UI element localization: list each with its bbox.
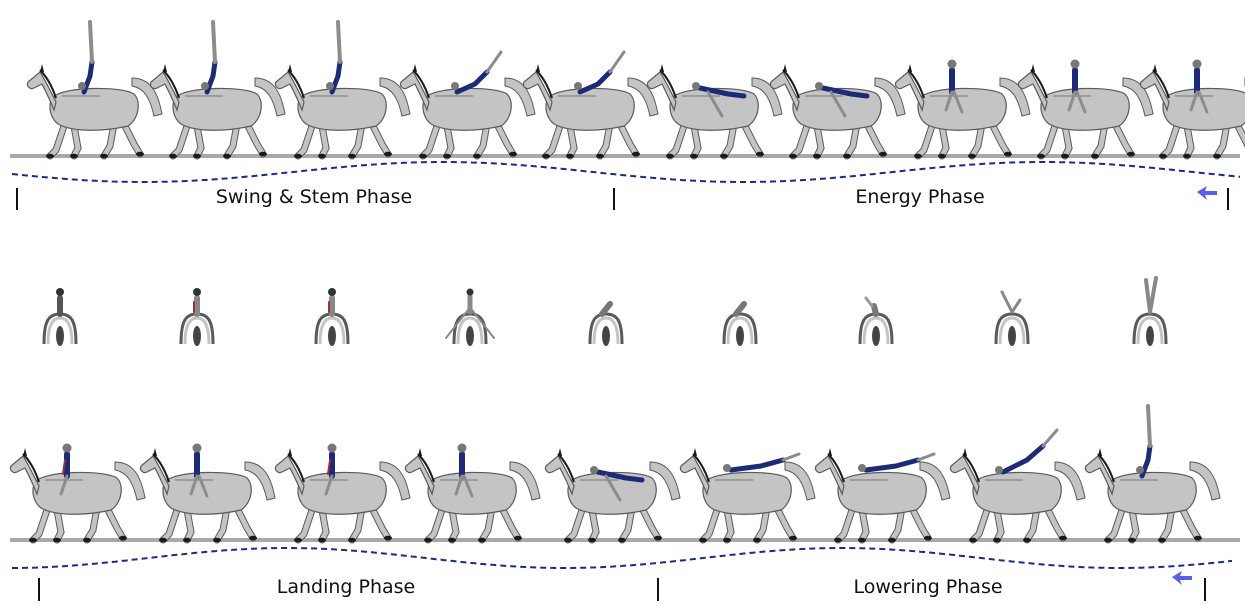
front-view-frame bbox=[588, 301, 624, 346]
horse-rider-frame bbox=[149, 20, 286, 160]
horse-rider-frame bbox=[1139, 59, 1245, 160]
horse-rider-frame bbox=[274, 443, 411, 544]
phase-separator bbox=[657, 578, 659, 601]
phase-separator bbox=[1227, 188, 1229, 210]
horse-rider-frame bbox=[139, 443, 276, 544]
gait-wave-line bbox=[12, 547, 1233, 569]
horse-rider-frame bbox=[1017, 59, 1154, 160]
horse-rider-frame bbox=[646, 64, 783, 160]
horse-rider-frame bbox=[949, 428, 1086, 544]
phase-separator bbox=[613, 188, 615, 210]
horse-rider-frame bbox=[544, 448, 681, 544]
front-view-frame bbox=[314, 288, 350, 346]
front-view-frame bbox=[445, 288, 495, 346]
swing-stem-phase-label: Swing & Stem Phase bbox=[215, 186, 413, 208]
direction-arrow-icon bbox=[1197, 186, 1217, 200]
horse-rider-frame bbox=[679, 448, 816, 544]
horse-rider-frame bbox=[522, 50, 659, 160]
phase-separator bbox=[38, 578, 40, 601]
front-view-frame bbox=[858, 296, 894, 346]
phase-separator bbox=[1204, 578, 1206, 601]
horse-rider-frame bbox=[894, 59, 1031, 160]
horse-rider-frame bbox=[274, 20, 411, 160]
lowering-phase-label: Lowering Phase bbox=[853, 576, 1003, 598]
horse-rider-frame bbox=[814, 448, 951, 544]
phase-separator bbox=[16, 188, 18, 210]
front-view-frame bbox=[1132, 276, 1168, 346]
horse-rider-frame bbox=[26, 20, 163, 160]
gait-wave-line bbox=[11, 161, 1241, 183]
horse-rider-frame bbox=[399, 50, 536, 160]
horse-rider-frame bbox=[404, 443, 541, 544]
front-view-frame bbox=[179, 288, 215, 346]
horse-rider-frame bbox=[769, 64, 906, 160]
landing-phase-label: Landing Phase bbox=[276, 576, 416, 598]
energy-phase-label: Energy Phase bbox=[855, 186, 985, 208]
horse-rider-frame bbox=[9, 443, 146, 544]
front-view-frame bbox=[42, 288, 78, 346]
front-view-frame bbox=[994, 290, 1030, 346]
front-view-frame bbox=[722, 301, 758, 346]
direction-arrow-icon bbox=[1172, 571, 1192, 585]
horse-rider-frame bbox=[1084, 404, 1221, 544]
